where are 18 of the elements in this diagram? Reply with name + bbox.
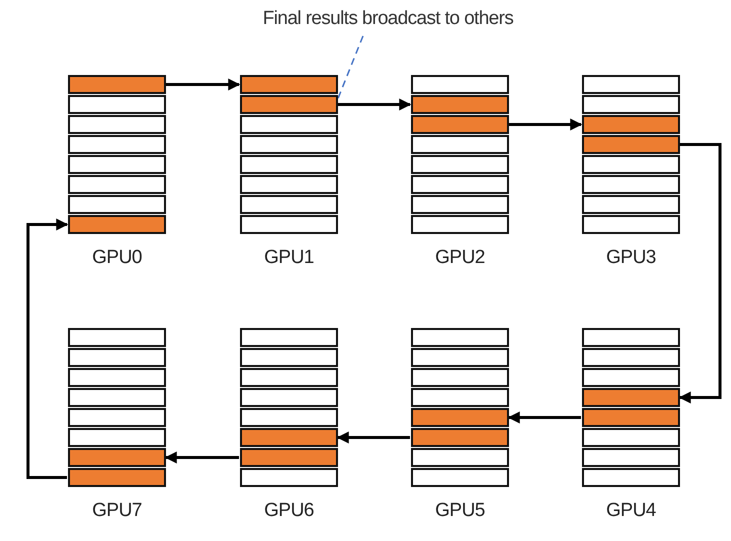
gpu-label: GPU3 [605,247,657,269]
arrow [336,432,410,444]
arrow [338,98,412,110]
arrow [678,143,722,404]
leader-line [337,36,364,99]
gpu-label: GPU7 [91,500,143,522]
arrow [509,118,582,130]
gpu-label: GPU1 [263,247,315,269]
annotation-text: Final results broadcast to others [222,8,554,30]
arrow [166,78,240,90]
gpu-label: GPU2 [434,247,486,269]
gpu-label: GPU6 [263,500,315,522]
gpu-label: GPU4 [605,500,657,522]
gpu-label: GPU0 [91,247,143,269]
arrow [508,412,581,424]
arrow [164,452,239,464]
arrow [26,218,68,479]
gpu-label: GPU5 [434,500,486,522]
